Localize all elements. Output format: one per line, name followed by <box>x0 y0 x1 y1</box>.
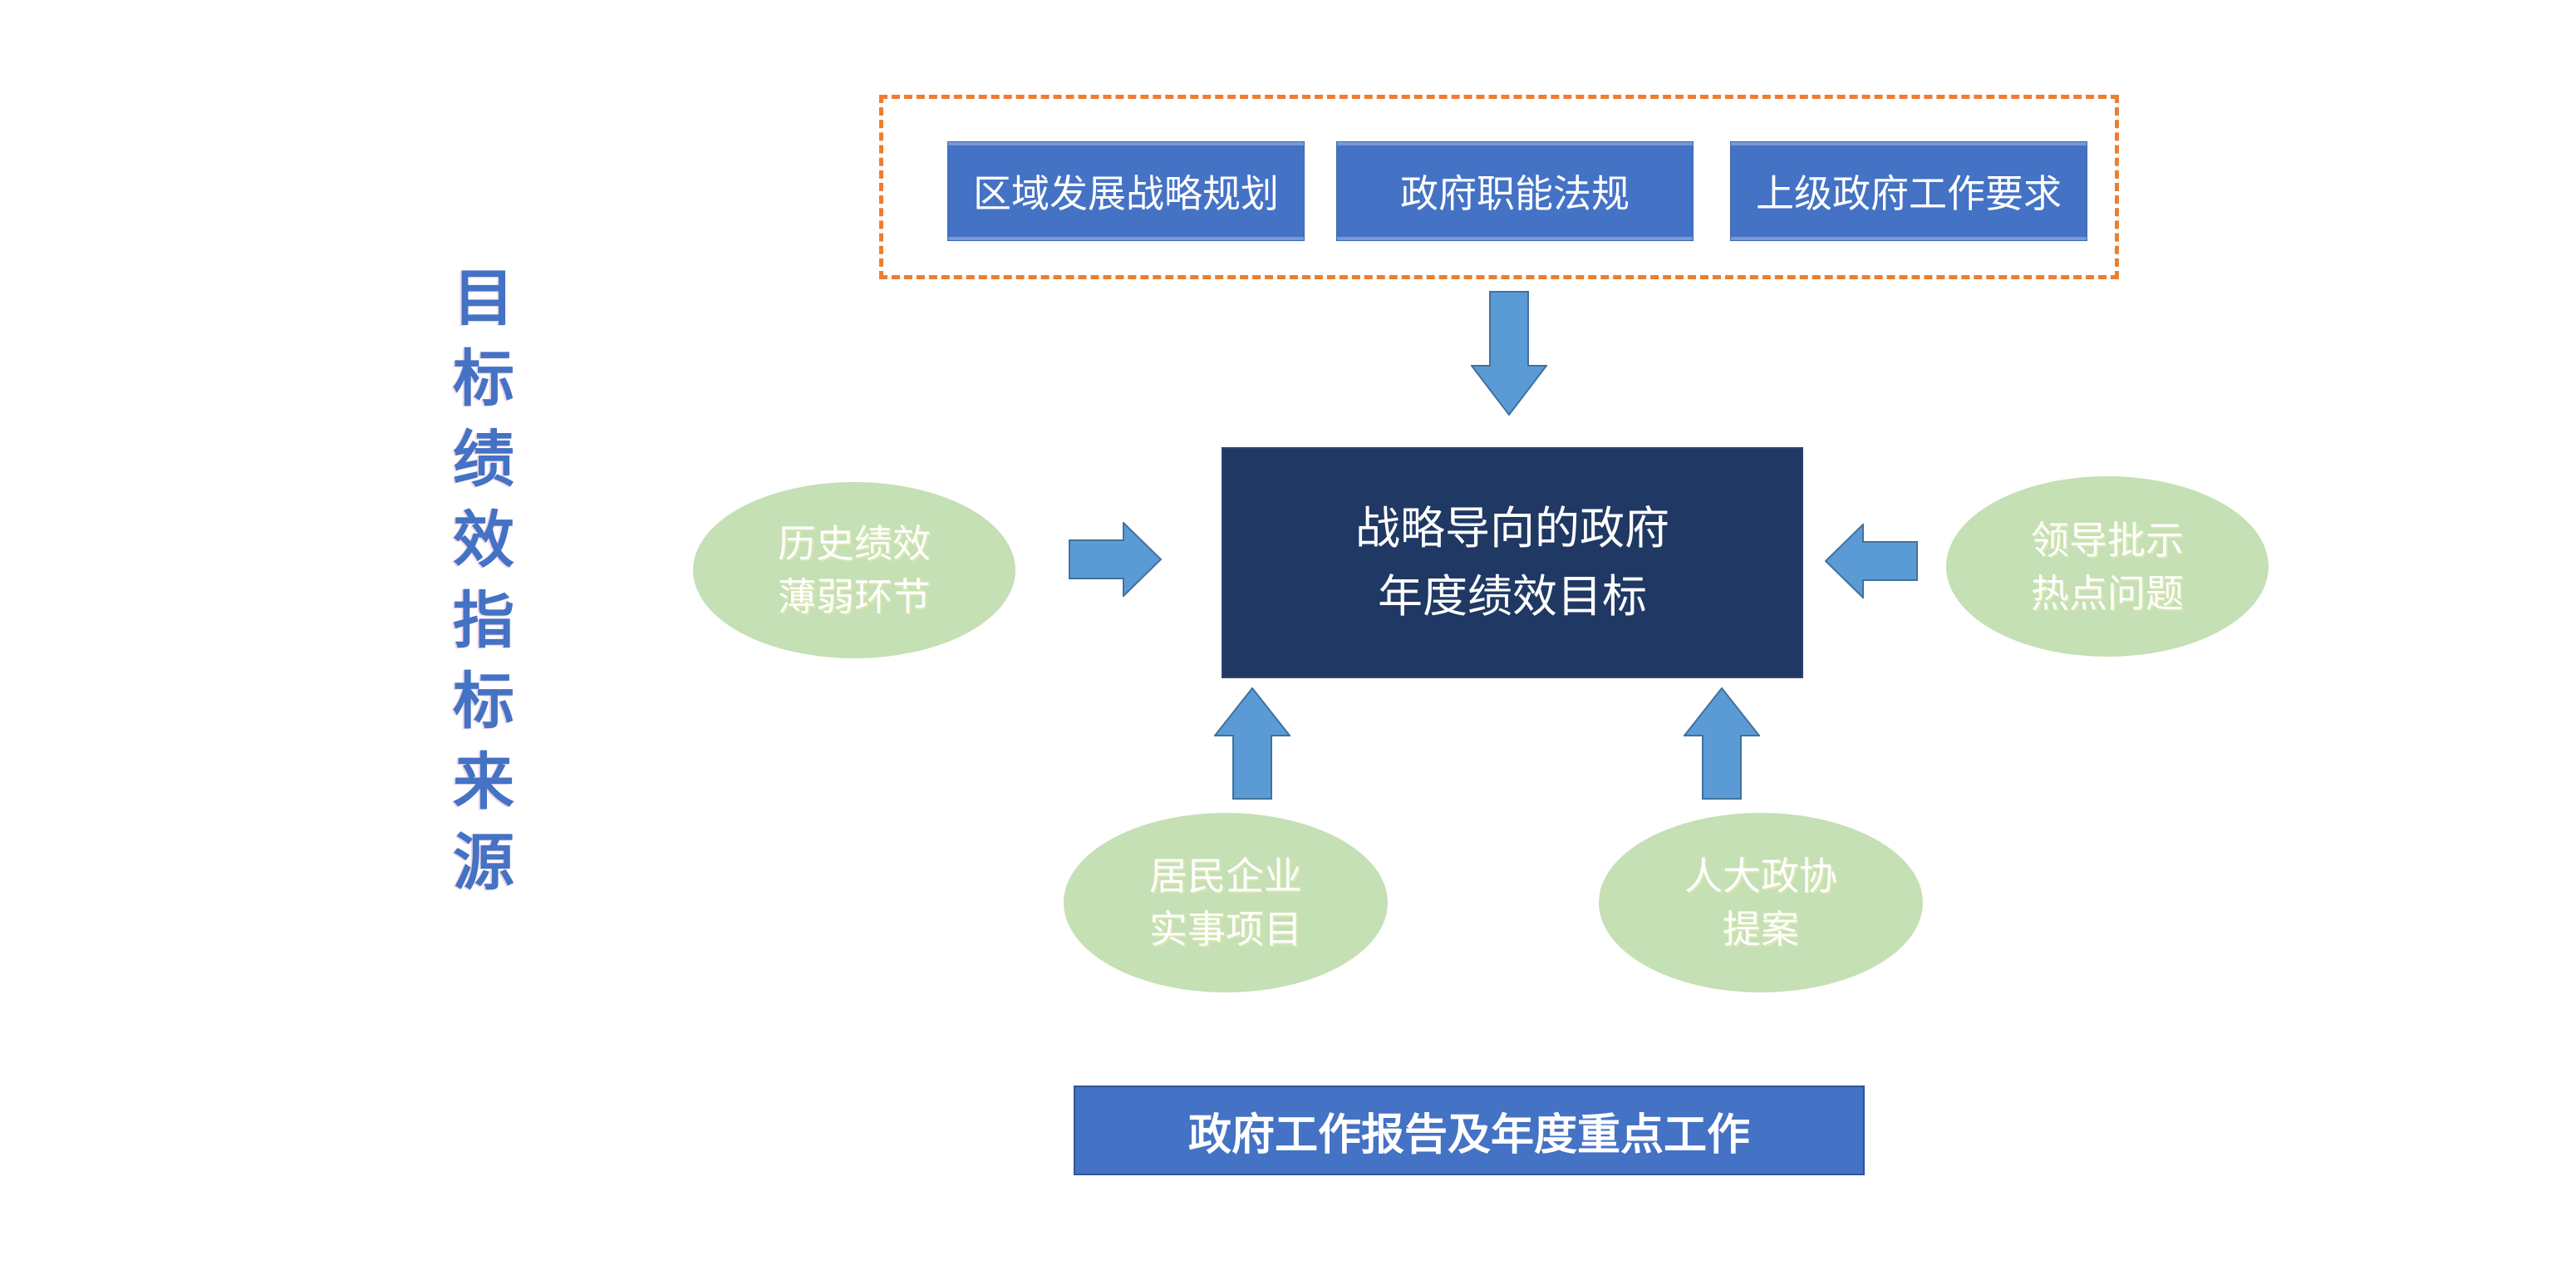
ellipse-npc-cppcc-proposals-line1: 人大政协 <box>1684 854 1837 898</box>
source-button-government-functions: 政府职能法规 <box>1336 141 1694 241</box>
top-sources-dashed-group <box>879 95 2119 279</box>
arrow-right-icon <box>1069 522 1162 597</box>
ellipse-history-performance: 历史绩效 薄弱环节 <box>693 482 1015 658</box>
arrow-left-icon <box>1825 524 1918 598</box>
arrow-up-icon <box>1214 687 1290 800</box>
ellipse-leader-instructions-line1: 领导批示 <box>2031 518 2184 562</box>
ellipse-history-performance-line2: 薄弱环节 <box>778 575 931 618</box>
ellipse-npc-cppcc-proposals-line2: 提案 <box>1723 908 1799 951</box>
ellipse-residents-projects-line1: 居民企业 <box>1149 854 1302 898</box>
source-button-regional-strategy: 区域发展战略规划 <box>947 141 1305 241</box>
ellipse-leader-instructions: 领导批示 热点问题 <box>1946 476 2269 657</box>
arrow-up-icon <box>1684 687 1760 800</box>
ellipse-npc-cppcc-proposals: 人大政协 提案 <box>1599 813 1923 992</box>
ellipse-history-performance-line1: 历史绩效 <box>778 522 931 565</box>
ellipse-leader-instructions-line2: 热点问题 <box>2031 571 2184 615</box>
center-goal-box: 战略导向的政府 年度绩效目标 <box>1222 447 1803 678</box>
page-title: 目标绩效指标来源 <box>453 263 514 897</box>
ellipse-residents-projects-line2: 实事项目 <box>1149 908 1302 951</box>
center-goal-line1: 战略导向的政府 <box>1355 504 1669 554</box>
ellipse-residents-projects: 居民企业 实事项目 <box>1064 813 1388 992</box>
center-goal-line2: 年度绩效目标 <box>1378 572 1647 622</box>
source-button-higher-government-requirements: 上级政府工作要求 <box>1730 141 2087 241</box>
bottom-bar-annual-key-work: 政府工作报告及年度重点工作 <box>1074 1086 1865 1175</box>
arrow-down-icon <box>1471 291 1547 416</box>
